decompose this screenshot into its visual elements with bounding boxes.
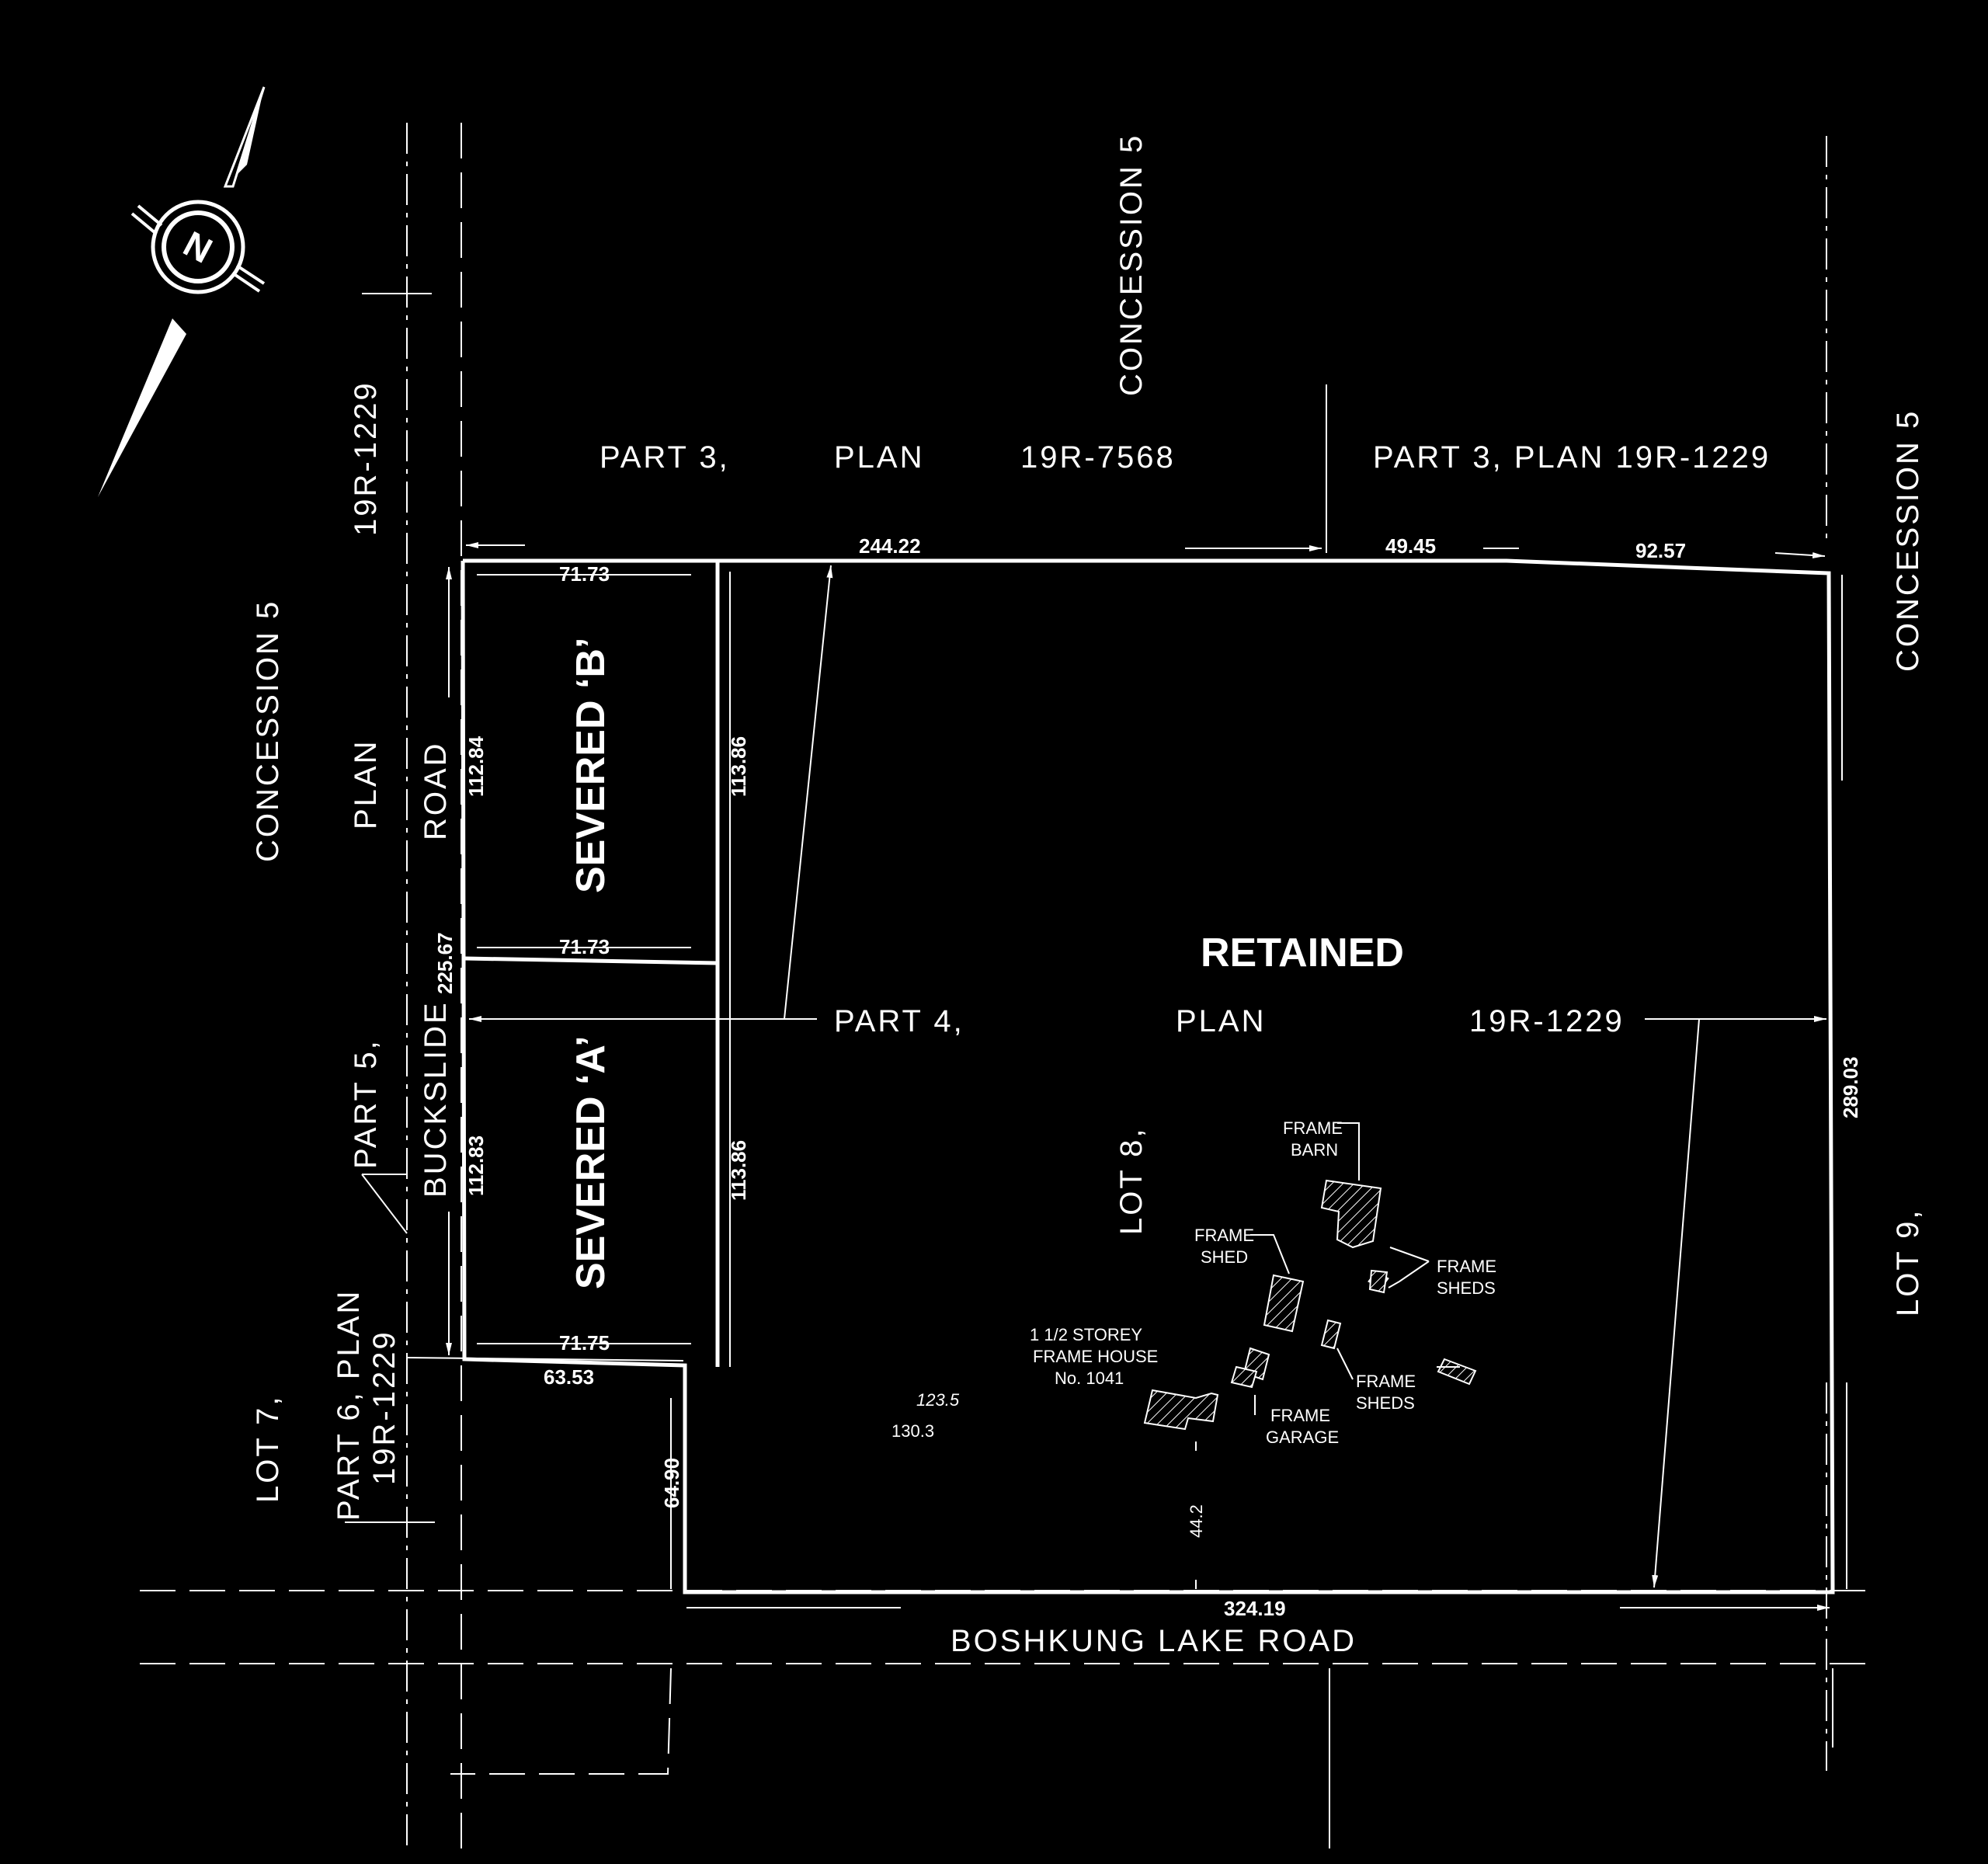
sheds-a-label-1: FRAME — [1437, 1257, 1496, 1276]
dim-225-67: 225.67 — [433, 932, 457, 994]
dim-92-57: 92.57 — [1635, 539, 1686, 562]
frame-shed-shape — [1263, 1274, 1305, 1333]
lot9-label: LOT 9, — [1891, 1208, 1925, 1316]
frame-sheds-b2 — [1437, 1358, 1477, 1386]
sheds-a-label-2: SHEDS — [1437, 1278, 1496, 1298]
frame-house-shape — [1143, 1389, 1219, 1431]
frame-garage-shape-2 — [1230, 1365, 1258, 1389]
dim-112-84: 112.84 — [464, 736, 488, 797]
shed-label-2: SHED — [1201, 1247, 1248, 1267]
part3-b-label: PART 3, PLAN 19R-1229 — [1373, 440, 1771, 475]
garage-label-1: FRAME — [1270, 1406, 1330, 1425]
dim-324-19: 324.19 — [1224, 1597, 1286, 1620]
concession-top-label: CONCESSION 5 — [1114, 134, 1149, 396]
retained-label: RETAINED — [1201, 930, 1404, 975]
building-labels: FRAME BARN FRAME SHED FRAME SHEDS FRAME … — [1030, 1118, 1496, 1447]
dimension-labels: 244.22 49.45 92.57 71.73 71.73 71.75 63.… — [433, 534, 1862, 1620]
buildings — [1143, 1179, 1477, 1431]
part3-a-plan-label: PLAN — [834, 440, 925, 475]
part4-ref-label: 19R-1229 — [1469, 1004, 1625, 1038]
spot-130-3: 130.3 — [891, 1421, 934, 1441]
frame-sheds-a2 — [1368, 1269, 1388, 1294]
house-label-3: No. 1041 — [1055, 1368, 1124, 1388]
dim-44-2: 44.2 — [1187, 1504, 1206, 1538]
parcel-boundaries — [461, 558, 1835, 1594]
dim-244-22: 244.22 — [859, 534, 921, 558]
boshkung-road-label: BOSHKUNG LAKE ROAD — [951, 1624, 1357, 1658]
frame-barn-shape — [1320, 1179, 1382, 1249]
part6-plan-label: PART 6, PLAN — [332, 1289, 366, 1521]
dim-64-90: 64.90 — [660, 1458, 683, 1508]
part3-a-ref-label: 19R-7568 — [1020, 440, 1176, 475]
part5-label: PART 5, — [349, 1038, 383, 1169]
dim-113-86-bot: 113.86 — [727, 1140, 750, 1201]
house-label-2: FRAME HOUSE — [1033, 1347, 1158, 1366]
dim-289-03: 289.03 — [1839, 1056, 1862, 1118]
dim-71-73-mid: 71.73 — [559, 935, 610, 958]
part6-ref-label: 19R-1229 — [367, 1330, 401, 1485]
road-lines — [140, 123, 1879, 1848]
part4-label: PART 4, — [834, 1004, 964, 1038]
dim-71-73-top: 71.73 — [559, 562, 610, 586]
sheds-b-label-2: SHEDS — [1356, 1393, 1415, 1413]
concession-left-label: CONCESSION 5 — [251, 600, 285, 862]
lot7-label: LOT 7, — [251, 1394, 285, 1503]
severed-a-label: SEVERED ‘A’ — [568, 1035, 613, 1289]
north-arrow-icon: N — [98, 86, 266, 497]
dim-71-75: 71.75 — [559, 1331, 610, 1355]
buckslide-label: BUCKSLIDE — [419, 1000, 453, 1198]
garage-label-2: GARAGE — [1266, 1428, 1339, 1447]
house-label-1: 1 1/2 STOREY — [1030, 1325, 1142, 1344]
barn-label-1: FRAME — [1283, 1118, 1343, 1138]
plan-left-label: PLAN — [349, 739, 383, 830]
dim-113-86-top: 113.86 — [727, 736, 750, 797]
plan-labels: CONCESSION 5 CONCESSION 5 CONCESSION 5 1… — [251, 134, 1925, 1658]
shed-label-1: FRAME — [1194, 1226, 1254, 1245]
part3-a-label: PART 3, — [600, 440, 730, 475]
dimension-lines — [345, 293, 1847, 1611]
dim-112-83: 112.83 — [464, 1135, 488, 1196]
spot-123-5: 123.5 — [916, 1390, 960, 1410]
sheds-b-label-1: FRAME — [1356, 1372, 1416, 1391]
severed-b-label: SEVERED ‘B’ — [568, 638, 613, 893]
road-left-label: ROAD — [419, 741, 453, 840]
ref-19r1229-top-label: 19R-1229 — [349, 381, 383, 536]
barn-label-2: BARN — [1291, 1140, 1338, 1160]
concession-right-label: CONCESSION 5 — [1891, 409, 1925, 672]
dim-63-53: 63.53 — [544, 1365, 594, 1389]
dim-49-45: 49.45 — [1385, 534, 1436, 558]
frame-sheds-b1 — [1320, 1319, 1342, 1350]
part4-plan-label: PLAN — [1176, 1004, 1267, 1038]
lot8-label: LOT 8, — [1114, 1126, 1149, 1235]
